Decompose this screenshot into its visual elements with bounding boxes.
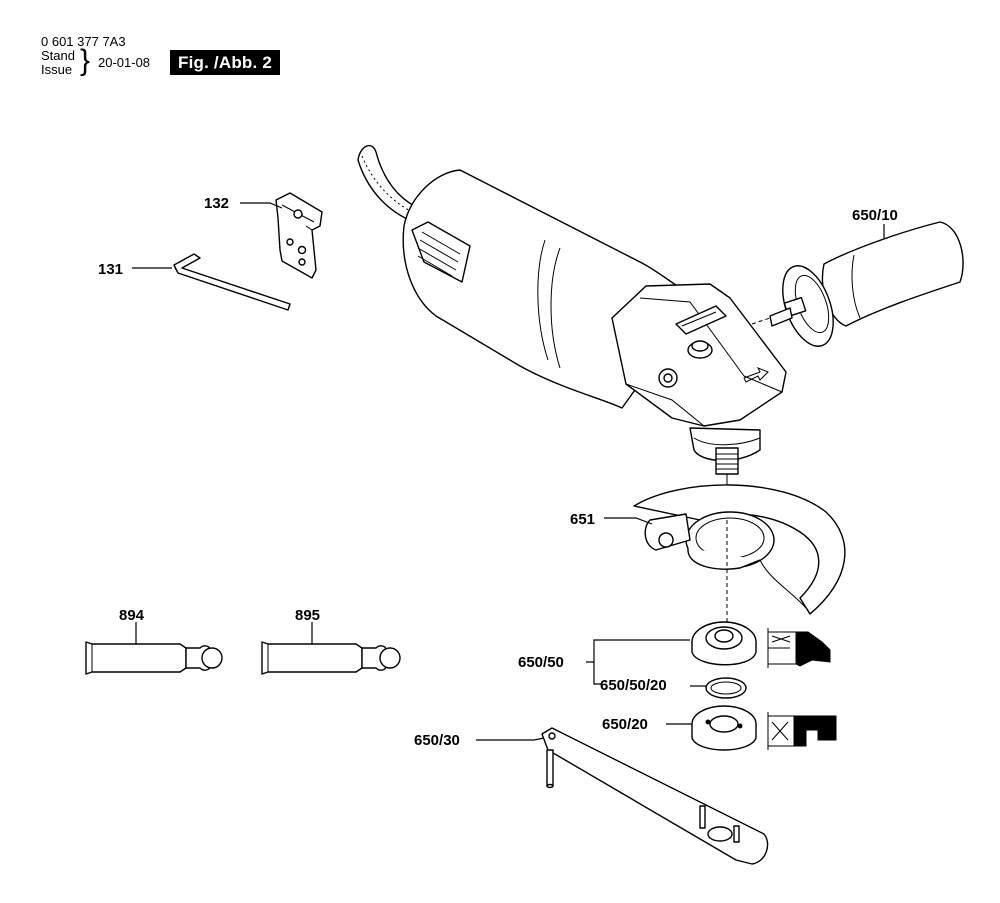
label-895: 895	[295, 607, 320, 624]
document-number: 0 601 377 7A3	[41, 34, 126, 49]
figure-label-badge: Fig. /Abb. 2	[170, 50, 280, 75]
issue-date: 20-01-08	[98, 55, 151, 70]
label-894: 894	[119, 607, 145, 624]
leader-650-30	[476, 737, 545, 741]
label-650-10: 650/10	[852, 207, 898, 224]
header-brace: }	[80, 44, 91, 77]
clamping-nut-part-650-20	[691, 705, 837, 751]
label-650-30: 650/30	[414, 732, 460, 749]
leader-132	[240, 202, 283, 209]
grease-tube-part-895	[261, 641, 401, 675]
spanner-part-650-30	[541, 727, 769, 865]
angle-grinder-body	[357, 144, 787, 520]
mounting-flange-part-650-50	[691, 621, 831, 668]
label-650-20: 650/20	[602, 716, 648, 733]
hex-key-part-131	[173, 253, 291, 311]
label-131: 131	[98, 261, 123, 278]
grease-tube-part-894	[85, 641, 223, 675]
label-650-50-20: 650/50/20	[600, 677, 667, 694]
o-ring-part-650-50-20	[705, 677, 747, 699]
label-132: 132	[204, 195, 229, 212]
issue-label: Issue	[41, 62, 73, 77]
leader-651	[604, 517, 653, 525]
label-651: 651	[570, 511, 595, 528]
label-650-50: 650/50	[518, 654, 564, 671]
side-handle-part-650-10	[751, 221, 964, 347]
stand-label: Stand	[41, 48, 75, 63]
wheel-guard-part-651	[633, 484, 846, 640]
bracket-part-132	[275, 192, 323, 279]
leader-650-50	[586, 639, 690, 685]
